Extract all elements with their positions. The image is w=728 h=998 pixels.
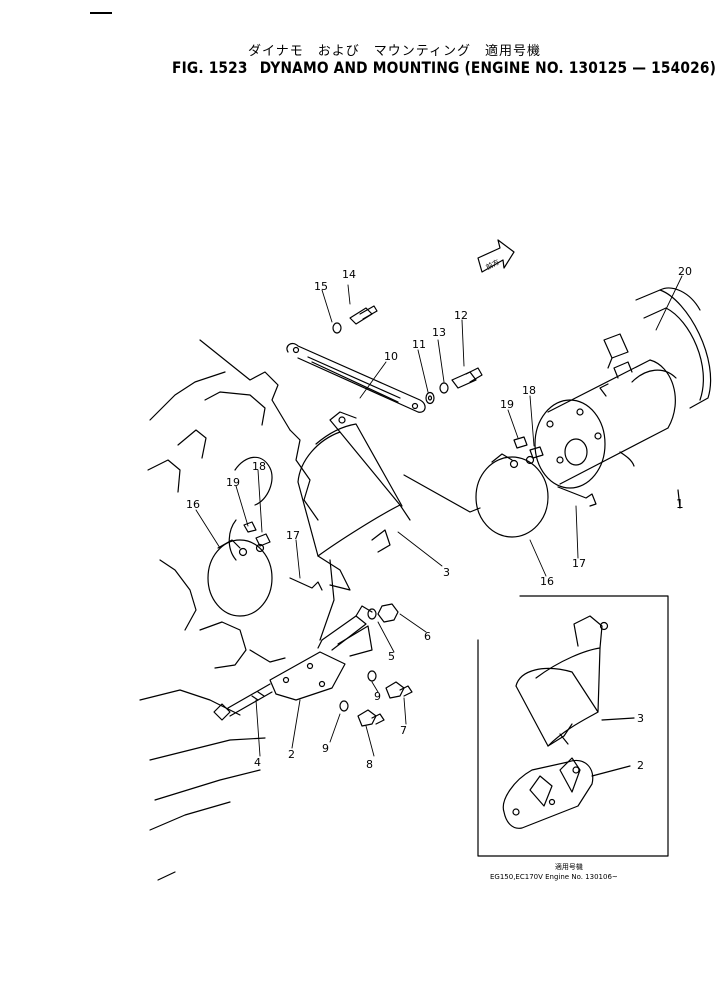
bolt-8 <box>339 700 385 727</box>
callout-numbers: 1 2 3 4 5 6 7 8 9 9 10 11 12 13 14 15 16… <box>186 265 692 772</box>
callout-16b: 16 <box>540 575 554 588</box>
callout-19a: 19 <box>226 476 240 489</box>
bolt-4 <box>213 683 273 721</box>
stay-2 <box>269 605 373 701</box>
front-direction-marker <box>477 239 515 273</box>
callout-17b: 17 <box>572 557 586 570</box>
callout-8: 8 <box>366 758 373 771</box>
callout-1: 1 <box>676 497 684 511</box>
inset-bracket-3 <box>515 615 609 747</box>
adjusting-bar <box>286 342 426 413</box>
callout-2: 2 <box>288 748 295 761</box>
callout-10: 10 <box>384 350 398 363</box>
callout-14: 14 <box>342 268 356 281</box>
callout-13: 13 <box>432 326 446 339</box>
callout-4: 4 <box>254 756 261 769</box>
dynamo <box>534 287 712 509</box>
inset-callout-2: 2 <box>637 759 644 772</box>
bracket-3 <box>297 411 411 591</box>
callout-3: 3 <box>443 566 450 579</box>
corner-mark <box>90 12 112 14</box>
callout-18b: 18 <box>522 384 536 397</box>
callout-18a: 18 <box>252 460 266 473</box>
callout-5: 5 <box>388 650 395 663</box>
band-16-right <box>403 436 597 538</box>
callout-15: 15 <box>314 280 328 293</box>
figure-title: FIG. 1523 DYNAMO AND MOUNTING (ENGINE NO.… <box>172 58 716 77</box>
band-16-left <box>207 521 323 617</box>
callout-16a: 16 <box>186 498 200 511</box>
figure-title-text: DYNAMO AND MOUNTING (ENGINE NO. 130125 —… <box>259 58 717 77</box>
inset-callout-3: 3 <box>637 712 644 725</box>
nut-6 <box>367 603 399 623</box>
callout-7: 7 <box>400 724 407 737</box>
callout-9b: 9 <box>322 742 329 755</box>
bolt-7 <box>367 670 413 699</box>
bolt-12 <box>425 367 483 405</box>
callout-11: 11 <box>412 338 426 351</box>
inset-stay-2 <box>502 717 635 829</box>
bolt-14 <box>332 305 378 334</box>
inset-frame <box>477 595 669 857</box>
callout-19b: 19 <box>500 398 514 411</box>
japanese-title: ダイナモ および マウンティング 適用号機 <box>248 44 541 59</box>
callout-9a: 9 <box>374 690 381 703</box>
callout-20: 20 <box>678 265 692 278</box>
callout-12: 12 <box>454 309 468 322</box>
front-marker-text: 前方 <box>484 257 501 272</box>
callout-6: 6 <box>424 630 431 643</box>
engine-block <box>139 339 335 881</box>
inset-caption-text: EG150,EC170V Engine No. 130106~ <box>490 873 618 881</box>
inset-caption-jp: 適用号機 <box>554 863 583 871</box>
callout-17a: 17 <box>286 529 300 542</box>
figure-number: FIG. 1523 <box>172 58 248 77</box>
leader-lines <box>195 275 683 757</box>
inset-caption: 適用号機 EG150,EC170V Engine No. 130106~ <box>490 862 618 882</box>
